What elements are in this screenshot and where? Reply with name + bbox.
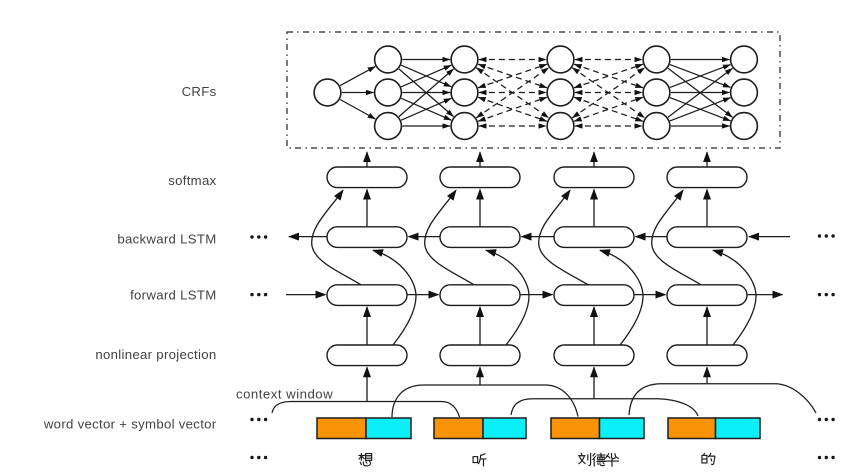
svg-text:forward LSTM: forward LSTM: [130, 288, 216, 303]
svg-text:word vector + symbol vector: word vector + symbol vector: [43, 417, 217, 432]
svg-text:context window: context window: [236, 386, 333, 401]
svg-text:backward LSTM: backward LSTM: [117, 232, 216, 247]
svg-text:nonlinear projection: nonlinear projection: [95, 347, 216, 362]
svg-text:CRFs: CRFs: [182, 84, 217, 99]
svg-text:softmax: softmax: [168, 173, 216, 188]
